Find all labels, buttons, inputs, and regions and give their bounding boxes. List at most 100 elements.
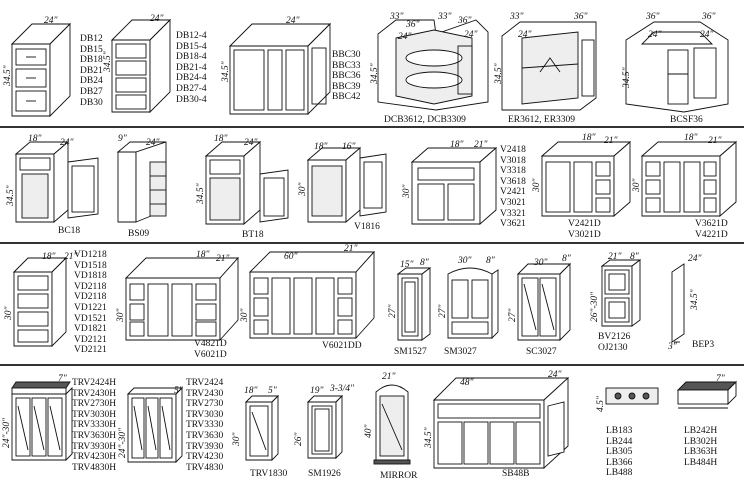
dim-height: 34.5" <box>424 427 434 448</box>
v6021dd-drawing <box>248 250 376 340</box>
dim-width: 36" <box>646 12 660 22</box>
dim-depth: 24" <box>150 14 164 24</box>
dim-height: 34.5" <box>494 63 504 84</box>
v1816-drawing <box>306 147 387 223</box>
dim-width: 18" <box>684 133 698 143</box>
dim-width: 15" <box>400 260 414 270</box>
bs09-drawing <box>116 141 167 223</box>
dim-width: 18" <box>314 142 328 152</box>
code-list: SM1926 <box>308 469 341 479</box>
lb-hook-drawing <box>605 387 659 405</box>
v24-drawing <box>410 147 498 225</box>
dim-thickness: 3" <box>668 342 677 352</box>
code-list: BCSF36 <box>670 115 703 125</box>
dim-width: 21" <box>382 372 396 382</box>
dim-height: 34.5" <box>6 185 16 206</box>
dim-height: 30" <box>232 432 242 447</box>
code-list: SC3027 <box>526 347 557 357</box>
dim-width: 18" <box>582 133 596 143</box>
dim-height: 34.5" <box>622 67 632 88</box>
code-list: SB48B <box>502 469 530 479</box>
dim-depth: 24" <box>688 254 702 264</box>
bbc-drawing <box>228 22 332 116</box>
dim-height: 34.5" <box>103 51 113 72</box>
dim-depth: 21" <box>604 136 618 146</box>
dim-width: 33" <box>390 12 404 22</box>
trv-h-drawing <box>11 381 73 462</box>
sm3027-drawing <box>447 267 499 340</box>
trv1830-drawing <box>244 394 280 462</box>
dim-height: 30" <box>402 184 412 199</box>
dcb-drawing <box>377 19 489 111</box>
dim-height: 30" <box>116 308 126 323</box>
bcsf-drawing <box>625 21 729 113</box>
bc18-drawing <box>14 141 99 223</box>
code-list: BT18 <box>242 230 264 240</box>
dim-width: 36" <box>574 12 588 22</box>
v3621d-drawing <box>640 141 738 217</box>
dim-depth: 24" <box>244 138 258 148</box>
dim-height: 34.5" <box>221 61 231 82</box>
dim-height: 27" <box>508 308 518 323</box>
row-divider <box>0 364 744 366</box>
dim-depth: 24" <box>518 30 532 40</box>
dim-depth: 24" <box>464 30 478 40</box>
dim-width: 60" <box>284 252 298 262</box>
lb-h-drawing <box>676 380 738 409</box>
dim-depth: 8" <box>562 254 571 264</box>
dim-height: 40" <box>364 424 374 439</box>
dim-depth: 21" <box>216 254 230 264</box>
bv2126-drawing <box>600 259 642 327</box>
code-list: V6021DD <box>322 341 362 351</box>
dim-depth: 21" <box>344 244 358 254</box>
dim-width: 30" <box>458 256 472 266</box>
dim-depth: 24" <box>548 370 562 380</box>
dim-height: 26"-30" <box>590 291 600 322</box>
dim-width: 48" <box>460 378 474 388</box>
dim-width: 18" <box>244 386 258 396</box>
code-list: DCB3612, DCB3309 <box>384 115 466 125</box>
row-divider <box>0 126 744 128</box>
sm1926-drawing <box>306 394 344 460</box>
dim-height: 30" <box>4 306 14 321</box>
trv-drawing <box>126 386 184 464</box>
dim-depth: 24" <box>44 16 58 26</box>
dim-width: 18" <box>450 140 464 150</box>
dim-width: 21" <box>608 252 622 262</box>
dim-height: 26" <box>294 432 304 447</box>
dim-height: 24"-30" <box>2 417 12 448</box>
dim-depth: 8" <box>420 258 429 268</box>
dim-height: 24"-30" <box>118 427 128 458</box>
dim-width: 33" <box>438 12 452 22</box>
dim-depth: 3-3/4" <box>330 384 355 394</box>
dim-depth: 24" <box>398 32 412 42</box>
dim-depth: 5" <box>268 386 277 396</box>
dim-height: 27" <box>388 304 398 319</box>
dim-width: 36" <box>458 16 472 26</box>
dim-depth: 21" <box>708 136 722 146</box>
dim-height: 30" <box>240 308 250 323</box>
dim-height: 34.5" <box>3 65 13 86</box>
dim-width: 19" <box>310 386 324 396</box>
dim-width: 33" <box>510 12 524 22</box>
db4-drawing <box>110 18 172 114</box>
sm1527-drawing <box>396 267 432 341</box>
dim-depth: 24" <box>146 138 160 148</box>
dim-depth: 24" <box>648 30 662 40</box>
dim-width: 18" <box>28 134 42 144</box>
dim-width: 18" <box>196 250 210 260</box>
dim-width: 36" <box>406 20 420 30</box>
dim-height: 34.5" <box>370 63 380 84</box>
dim-height: 4.5" <box>596 396 606 412</box>
v2421d-drawing <box>540 141 632 217</box>
v4821d-drawing <box>124 256 240 342</box>
